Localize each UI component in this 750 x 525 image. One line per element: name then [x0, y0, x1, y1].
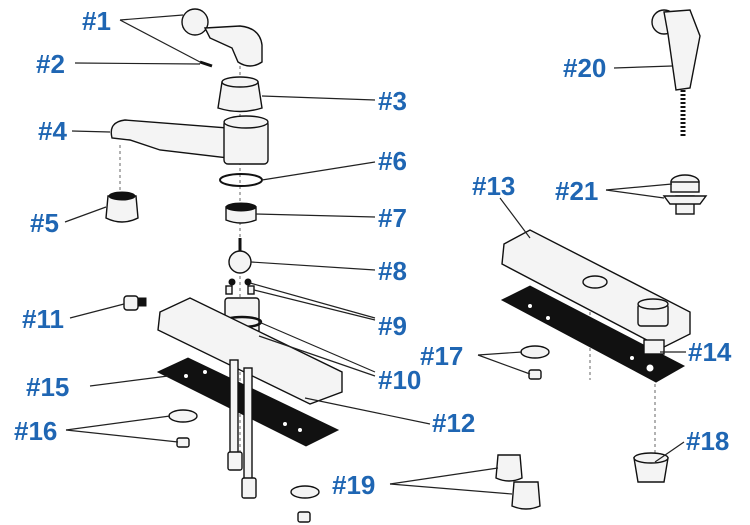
callout-21: #21 [555, 176, 598, 206]
callout-10: #10 [378, 365, 421, 395]
callout-13: #13 [472, 171, 515, 201]
part-washer-nut-left [168, 409, 198, 448]
part-spout [110, 115, 269, 165]
callout-16: #16 [14, 416, 57, 446]
callout-1: #1 [82, 6, 111, 36]
callout-3: #3 [378, 86, 407, 116]
callout-20: #20 [563, 53, 606, 83]
part-set-pin [199, 60, 213, 68]
part-cap [217, 76, 263, 113]
callout-17: #17 [420, 341, 463, 371]
part-adjusting-ring [225, 202, 257, 224]
callout-7: #7 [378, 203, 407, 233]
callout-8: #8 [378, 256, 407, 286]
callout-18: #18 [686, 426, 729, 456]
part-ball [228, 238, 252, 274]
part-handle-lever [181, 8, 263, 67]
callout-2: #2 [36, 49, 65, 79]
part-spray-head [651, 9, 701, 138]
part-supply-tubes [227, 359, 257, 499]
callout-5: #5 [30, 208, 59, 238]
callout-19: #19 [332, 470, 375, 500]
part-sprayer-gasket [500, 285, 686, 383]
part-set-screw [123, 295, 147, 311]
callout-14: #14 [688, 337, 732, 367]
leader-lines [64, 14, 686, 495]
callout-labels: #1 #2 #3 #4 #5 #6 #7 #8 #9 #10 #11 #12 #… [14, 6, 732, 500]
part-hose-guide [637, 298, 669, 355]
part-hose-guide-nut [633, 452, 669, 483]
callout-6: #6 [378, 146, 407, 176]
callout-4: #4 [38, 116, 67, 146]
part-washer-nut-right [520, 345, 550, 380]
part-o-ring [219, 173, 263, 187]
part-base-plate [157, 297, 343, 405]
part-seats-springs [225, 278, 255, 295]
part-aerator [105, 191, 139, 223]
callout-11: #11 [22, 304, 64, 334]
callout-15: #15 [26, 372, 69, 402]
callout-12: #12 [432, 408, 475, 438]
part-sprayer-button [662, 174, 708, 215]
part-coupling-nuts [290, 454, 541, 523]
callout-9: #9 [378, 311, 407, 341]
